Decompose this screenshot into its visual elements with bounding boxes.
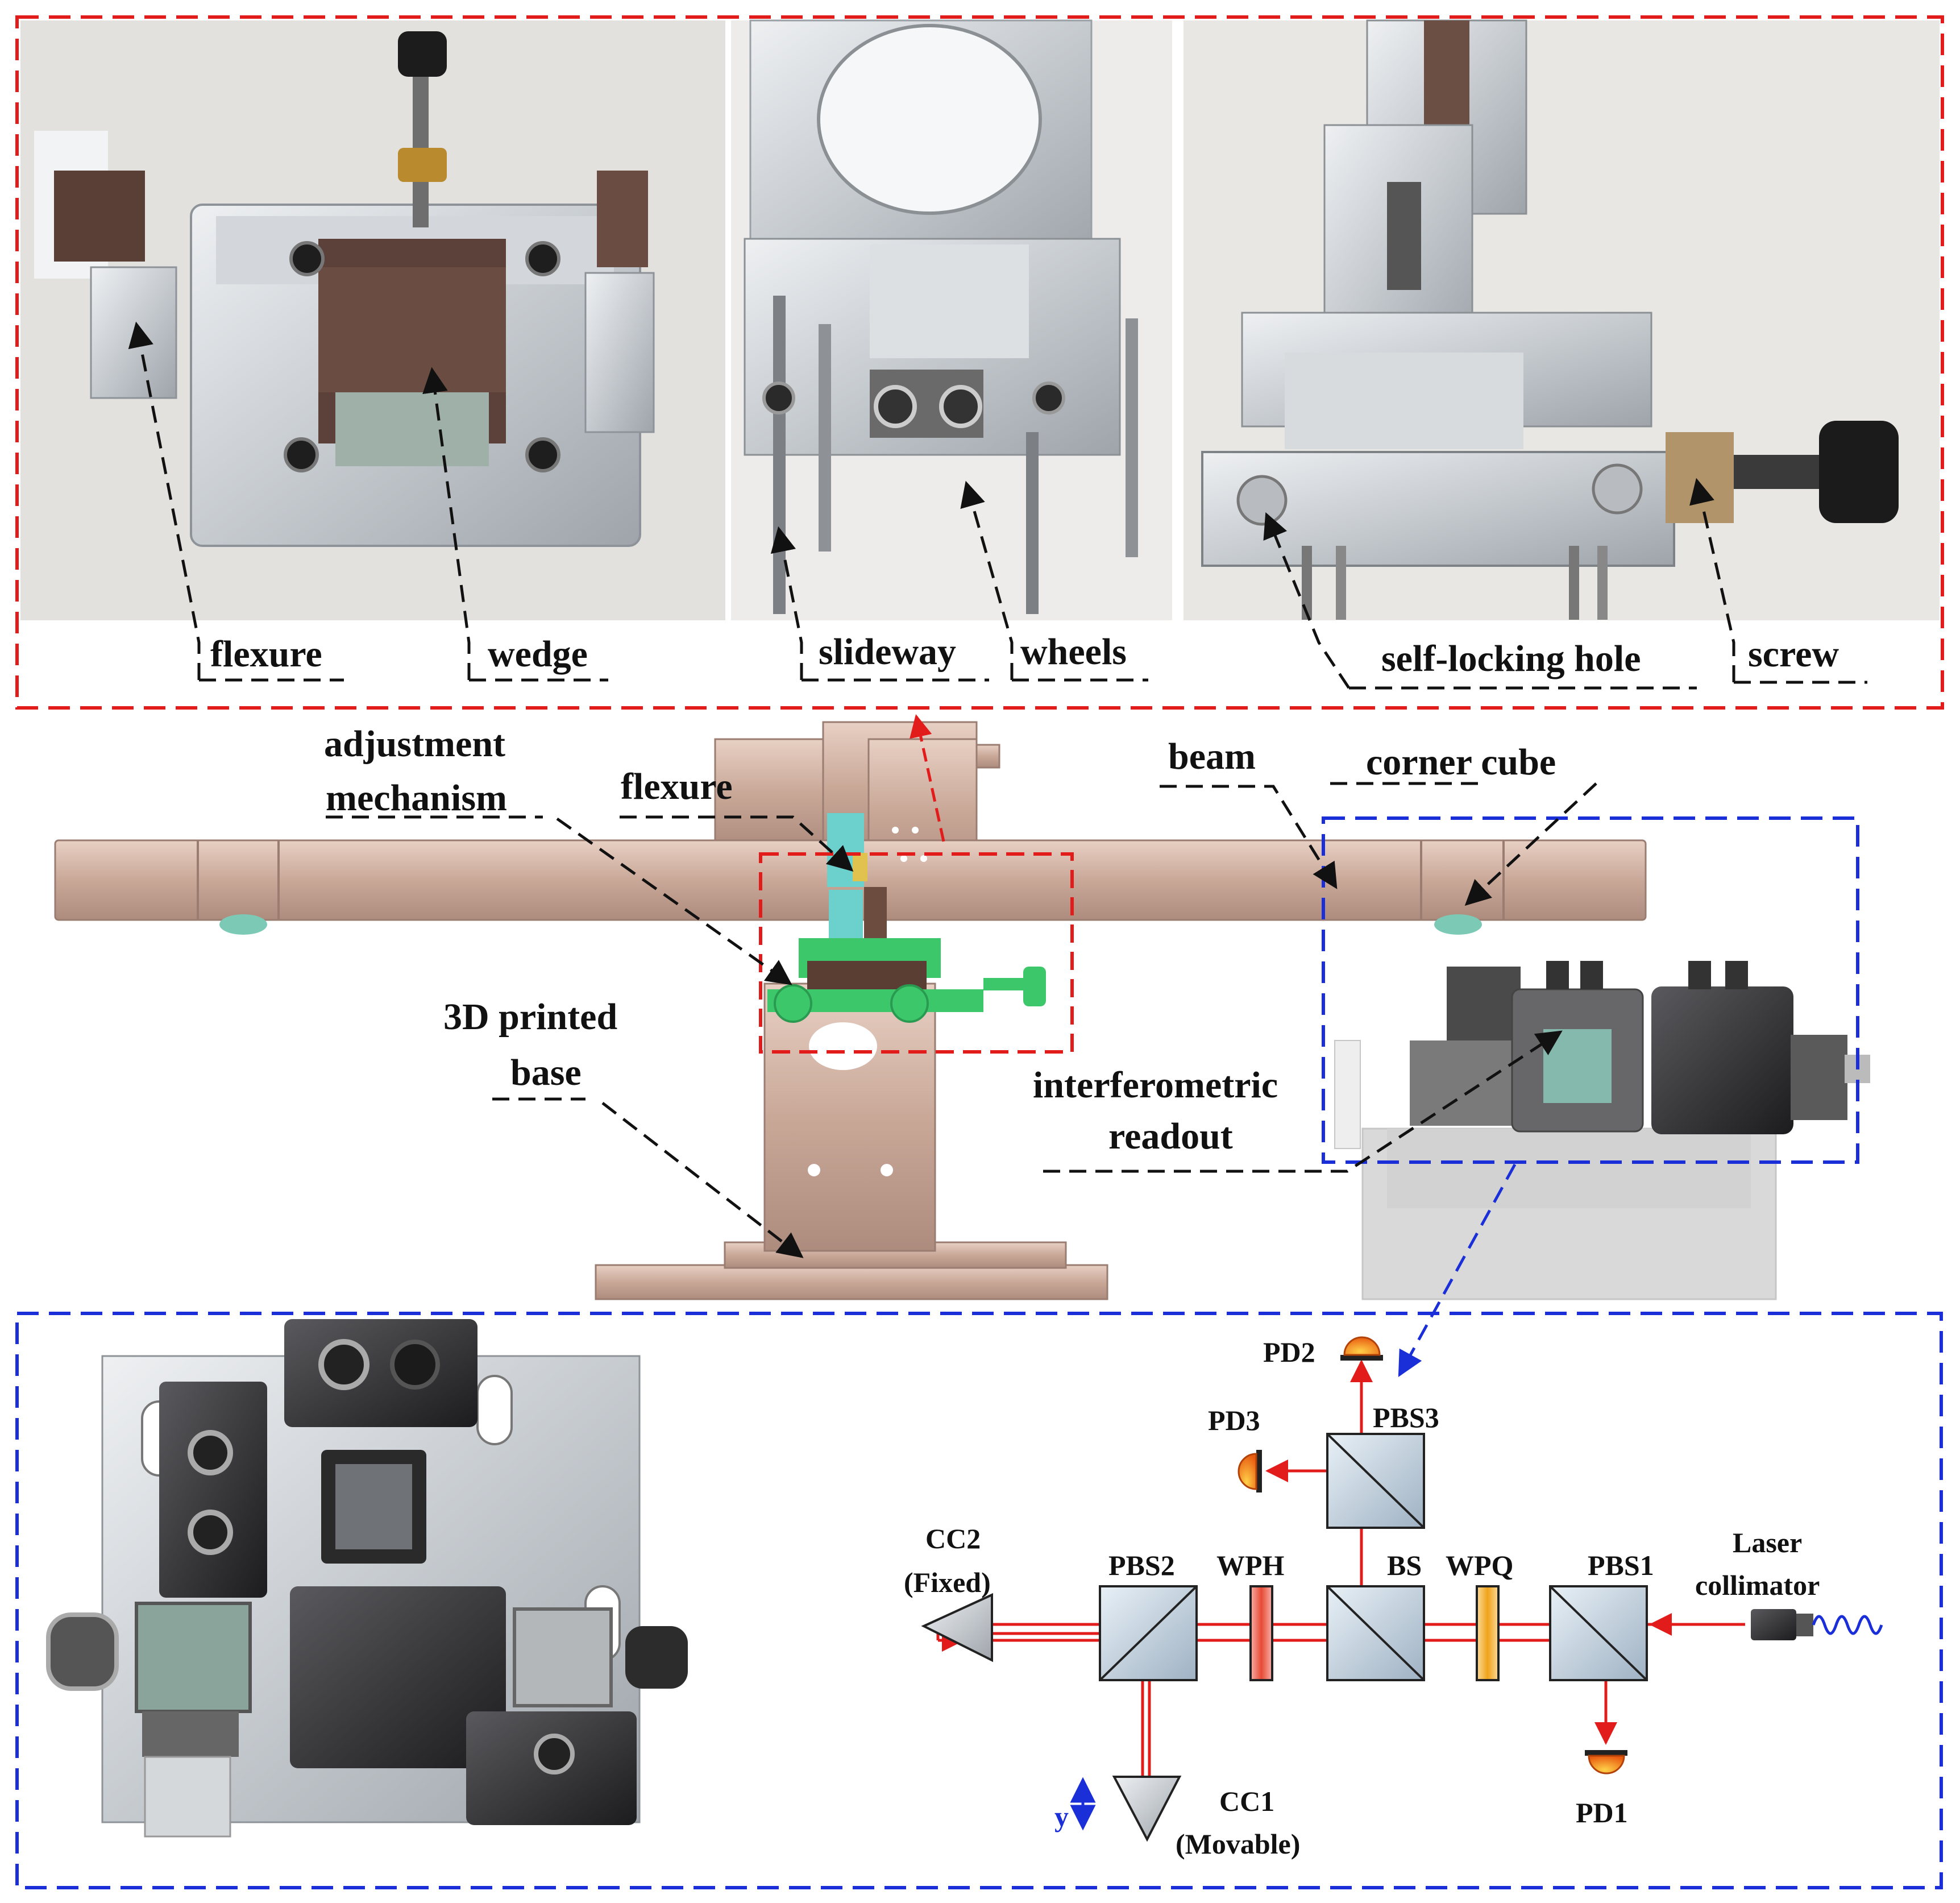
pd2-detector [1340,1336,1383,1361]
label-readout-line2: readout [1108,1116,1233,1157]
label-flexure-cad: flexure [621,766,733,807]
label-corner-cube: corner cube [1366,741,1556,783]
label-pd1: PD1 [1576,1797,1628,1829]
label-cc2-line1: CC2 [925,1523,981,1554]
pbs3-cube [1326,1433,1425,1529]
pd3-detector [1238,1450,1262,1492]
bs-cube [1326,1585,1425,1681]
cc1-corner-cube [1112,1776,1182,1842]
printed-base-foot [595,1264,1108,1300]
photo-slideway-wheels [731,19,1172,620]
label-self-locking-hole: self-locking hole [1381,638,1641,679]
label-cc1-line2: (Movable) [1176,1828,1300,1860]
cad-model: adjustment mechanism flexure beam corner… [54,714,1870,1377]
label-axis-y: y [1054,1801,1069,1832]
label-base-line1: 3D printed [443,996,617,1038]
wph-plate [1249,1585,1273,1681]
label-beam: beam [1168,736,1256,777]
photo-panel: flexure wedge slideway wheels self-locki… [15,15,1944,710]
photo-self-locking-screw [1184,19,1940,620]
photo-panel-border [15,15,1944,710]
readout-panel-border [1322,816,1859,1164]
label-wedge: wedge [488,633,588,675]
label-pd3: PD3 [1208,1404,1260,1436]
photo-readout-assembly [46,1319,688,1838]
label-wheels: wheels [1020,631,1127,673]
label-wph: WPH [1216,1549,1285,1581]
label-laser-line2: collimator [1695,1569,1820,1601]
label-slideway: slideway [819,631,956,673]
label-screw: screw [1748,633,1839,675]
pbs2-cube [1099,1585,1198,1681]
photo-flexure-wedge [20,20,725,620]
label-pbs1: PBS1 [1588,1549,1654,1581]
label-bs: BS [1387,1549,1422,1581]
bottom-panel-border [15,1312,1943,1889]
pd1-detector [1585,1750,1627,1775]
label-adjustment-line1: adjustment [324,723,505,765]
label-base-line2: base [510,1052,582,1093]
label-pd2: PD2 [1263,1336,1315,1368]
pbs1-cube [1549,1585,1648,1681]
label-pbs3: PBS3 [1373,1402,1439,1433]
label-cc1-line1: CC1 [1219,1785,1274,1817]
label-adjustment-line2: mechanism [326,777,507,819]
label-cc2-line2: (Fixed) [904,1566,991,1598]
cc2-corner-cube [921,1593,993,1662]
label-readout-line1: interferometric [1033,1064,1278,1106]
bottom-panel: PD1 PD2 PD3 PBS1 PBS2 PBS3 BS WPH WPQ CC… [15,1312,1943,1889]
mechanism-zoom-box [759,852,1074,1054]
laser-collimator [1751,1609,1883,1640]
wpq-plate [1476,1585,1500,1681]
label-pbs2: PBS2 [1108,1549,1175,1581]
label-wpq: WPQ [1446,1549,1513,1581]
label-flexure-photo: flexure [210,633,322,675]
label-laser-line1: Laser [1733,1527,1802,1558]
optical-schematic: PD1 PD2 PD3 PBS1 PBS2 PBS3 BS WPH WPQ CC… [904,1336,1883,1860]
